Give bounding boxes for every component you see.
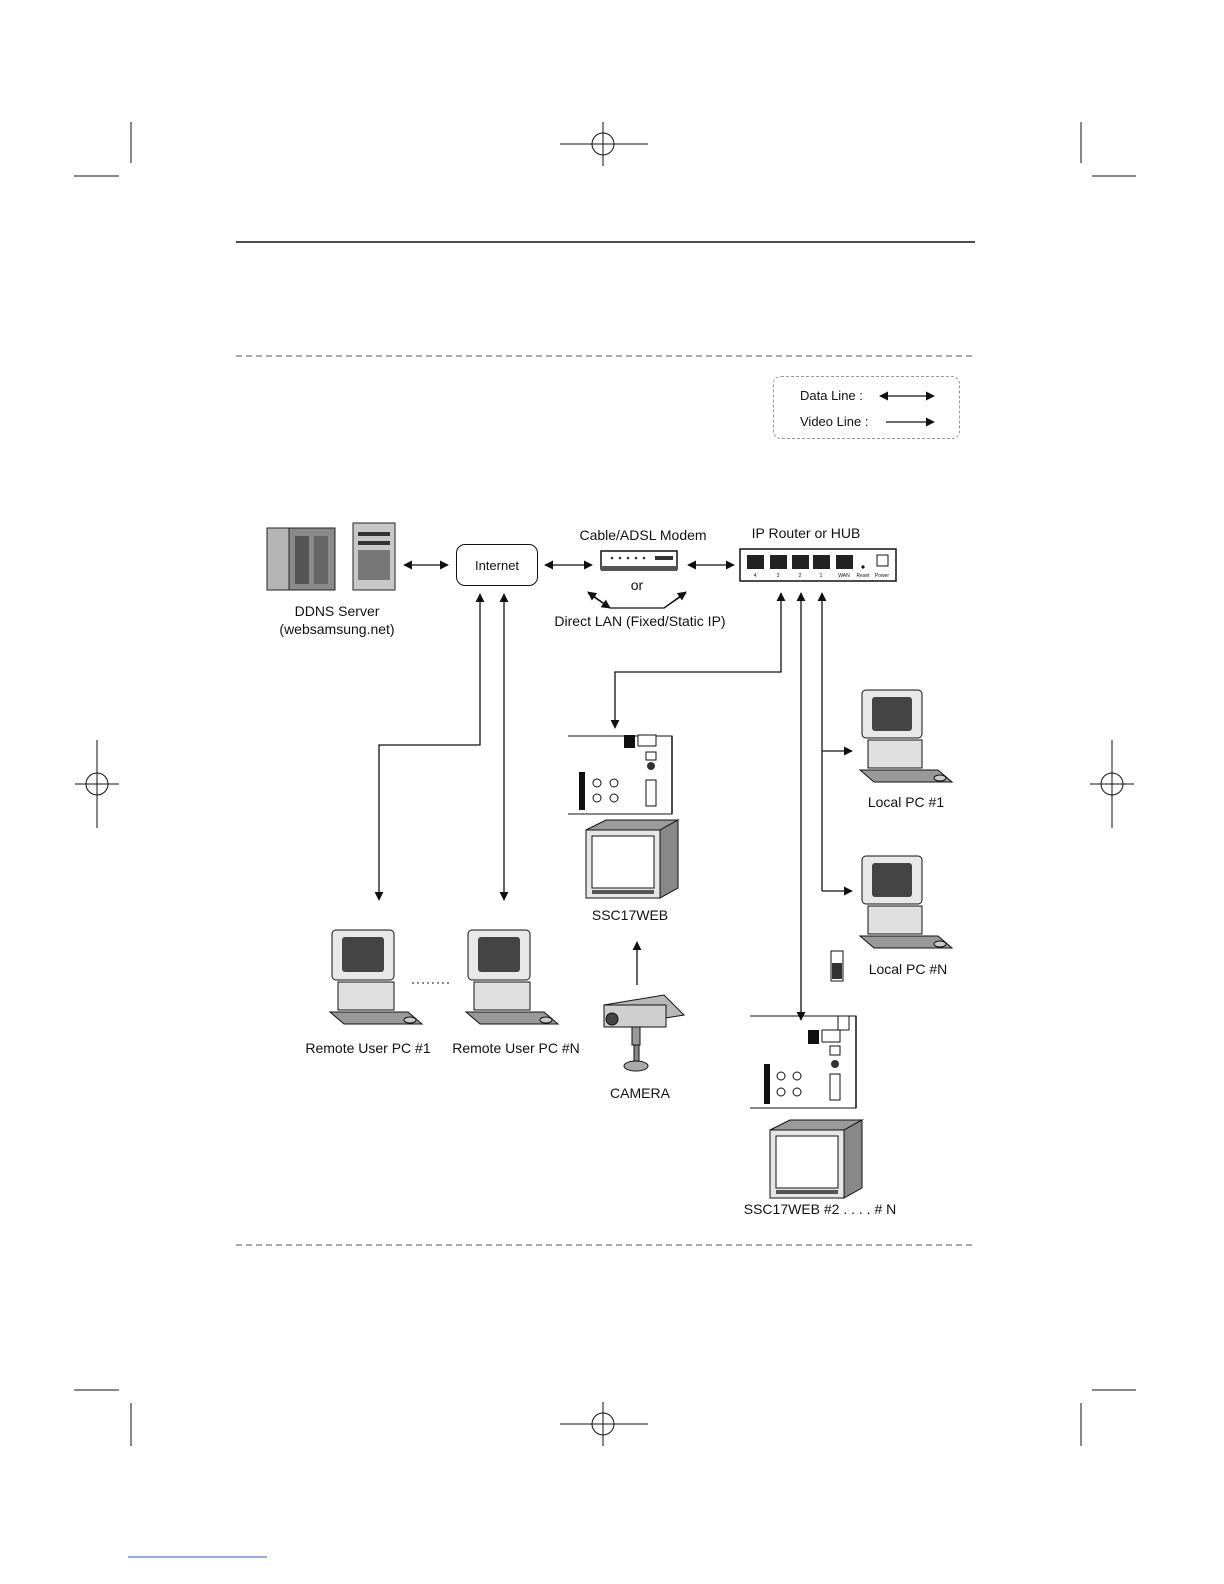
remote-pc-n-label: Remote User PC #N: [452, 1040, 580, 1056]
legend-box: Data Line : Video Line :: [773, 376, 960, 439]
router-port-label: 4: [754, 573, 757, 579]
registration-mark-left: [75, 740, 119, 828]
legend-video-line-label: Video Line :: [800, 414, 868, 429]
camera-icon: [604, 995, 684, 1071]
remote-pc-1-label: Remote User PC #1: [305, 1040, 430, 1056]
local-pc-n-label: Local PC #N: [869, 961, 948, 977]
line-internet-remote-pc-1: [379, 594, 480, 900]
legend-data-line-label: Data Line :: [800, 388, 863, 403]
registration-mark-bottom: [560, 1402, 648, 1446]
ssc17web-n-monitor: [770, 1120, 862, 1198]
ddns-server-label: DDNS Server: [295, 603, 380, 619]
ssc17web-label: SSC17WEB: [592, 907, 668, 923]
camera-label: CAMERA: [610, 1085, 670, 1101]
modem-label: Cable/ADSL Modem: [579, 527, 706, 543]
router-port-label: 2: [799, 573, 802, 579]
router-port-label: 1: [820, 573, 823, 579]
line-direct-lan: [588, 593, 686, 608]
crop-marks: [74, 122, 1136, 1446]
ssc17web-back-panel: [568, 735, 672, 814]
cam-connector-icon: [831, 951, 843, 981]
ddns-server-icon: [267, 523, 395, 590]
router-port-label: Power: [875, 573, 890, 579]
router-icon: [740, 549, 896, 581]
local-pc-n-icon: [860, 856, 952, 948]
router-label: IP Router or HUB: [752, 525, 861, 541]
registration-mark-right: [1090, 740, 1134, 828]
internet-label: Internet: [475, 558, 519, 573]
router-port-label: WAN: [838, 573, 850, 579]
local-pc-1-icon: [860, 690, 952, 782]
direct-lan-label: Direct LAN (Fixed/Static IP): [554, 613, 725, 629]
registration-mark-top: [560, 122, 648, 166]
router-port-label: Reset: [856, 573, 870, 579]
ddns-host-label: (websamsung.net): [279, 621, 394, 637]
internet-node: Internet: [456, 544, 538, 586]
remote-pc-1-icon: [330, 930, 422, 1024]
ssc17web-monitor: [586, 820, 678, 898]
modem-icon: [601, 551, 677, 571]
remote-pc-n-icon: [466, 930, 558, 1024]
ssc17web-n-back-panel: [750, 1016, 856, 1108]
local-pc-1-label: Local PC #1: [868, 794, 944, 810]
router-port-label: 3: [777, 573, 780, 579]
connection-lines: [379, 396, 934, 1020]
or-label: or: [631, 577, 643, 593]
ssc17web-n-label: SSC17WEB #2 . . . . # N: [744, 1201, 897, 1217]
